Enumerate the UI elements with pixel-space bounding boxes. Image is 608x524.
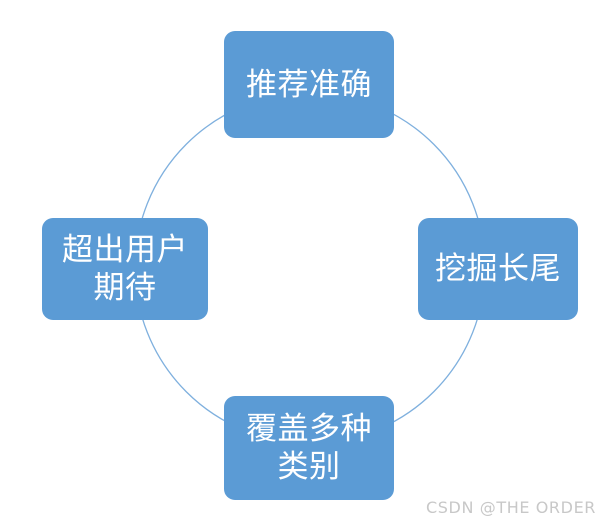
cycle-node-right-label: 挖掘长尾 bbox=[435, 251, 561, 287]
cycle-node-left-label: 超出用户 期待 bbox=[62, 232, 188, 305]
cycle-node-bottom-label: 覆盖多种 类别 bbox=[246, 411, 372, 484]
watermark-text: CSDN @THE ORDER bbox=[426, 498, 596, 517]
cycle-node-top-label: 推荐准确 bbox=[246, 66, 372, 102]
cycle-node-right[interactable]: 挖掘长尾 bbox=[418, 218, 578, 320]
cycle-node-top[interactable]: 推荐准确 bbox=[224, 31, 394, 138]
cycle-node-left[interactable]: 超出用户 期待 bbox=[42, 218, 208, 320]
cycle-node-bottom[interactable]: 覆盖多种 类别 bbox=[224, 396, 394, 500]
